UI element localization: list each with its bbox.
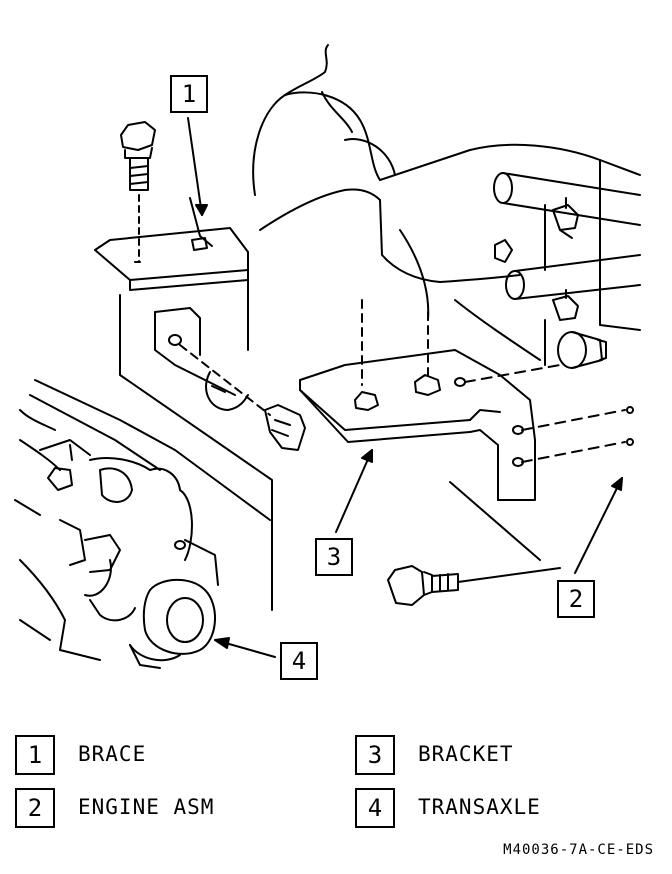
brace-fastener (179, 344, 306, 451)
callout-engine-asm: 2 (557, 580, 595, 618)
callout-brace: 1 (170, 75, 208, 113)
engine-mount (557, 331, 634, 446)
engine-sensors (494, 197, 579, 321)
transaxle (14, 379, 271, 669)
figure-code: M40036-7A-CE-EDS (503, 842, 654, 858)
coolant-pipes (493, 172, 641, 300)
legend-label-bracket: BRACKET (418, 742, 514, 766)
callout-transaxle: 4 (280, 642, 318, 680)
bracket (299, 299, 626, 501)
legend-number-transaxle: 4 (355, 788, 395, 828)
callout-bracket: 3 (315, 538, 353, 576)
legend-label-transaxle: TRANSAXLE (418, 795, 541, 819)
legend-label-engine-asm: ENGINE ASM (78, 795, 215, 819)
callout-leaders (187, 117, 623, 658)
legend-number-brace: 1 (15, 735, 55, 775)
legend-number-bracket: 3 (355, 735, 395, 775)
brace (94, 197, 273, 611)
legend-label-brace: BRACE (78, 742, 147, 766)
lower-bolt (387, 565, 561, 606)
upper-bolt (120, 121, 156, 263)
legend-number-engine-asm: 2 (15, 788, 55, 828)
engine-block (252, 44, 641, 366)
